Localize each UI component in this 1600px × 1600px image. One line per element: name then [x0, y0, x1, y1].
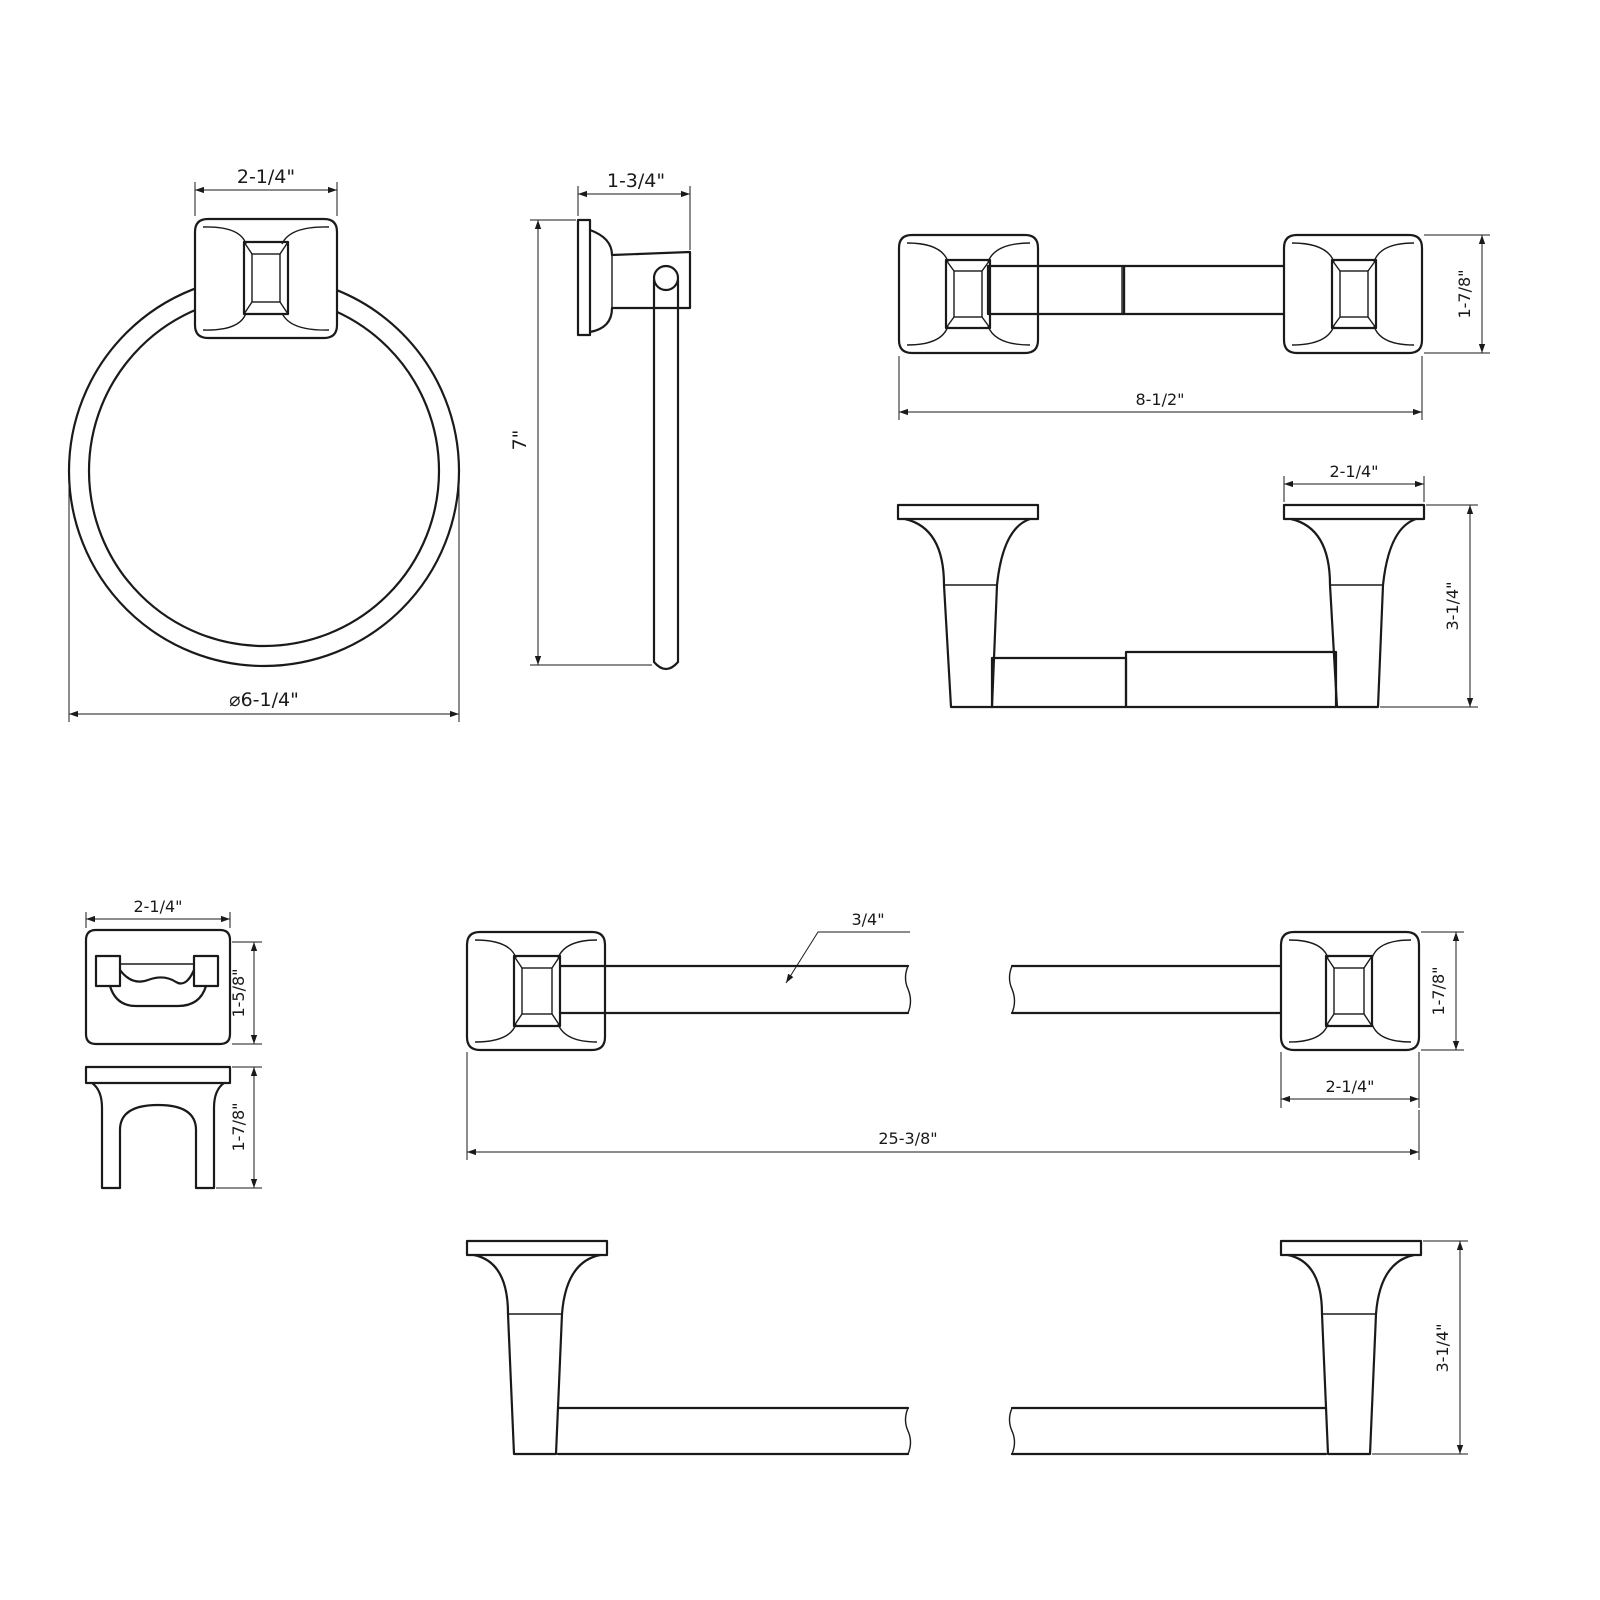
- paper-holder-roller-left: [990, 656, 1128, 709]
- ring-escutcheon-bevel: [202, 226, 330, 331]
- dim-towel-bar-projection: 3-1/4": [1433, 1323, 1452, 1372]
- ring-inner-edge: [87, 294, 441, 648]
- robe-hook-front-view: 2-1/4" 1-5/8": [84, 897, 262, 1046]
- towel-ring-side-view: 1-3/4" 7": [509, 170, 692, 671]
- towel-ring-front-view: 2-1/4" ⌀6-1/4": [67, 166, 461, 722]
- towel-bar-top-bar-left: [556, 1406, 910, 1456]
- paper-holder-post-right: [1330, 258, 1378, 330]
- towel-bar-top-plate-right: [1279, 1239, 1423, 1257]
- paper-holder-post-left: [944, 258, 992, 330]
- robe-hook-side-view: 1-7/8": [84, 1065, 262, 1190]
- paper-holder-bar-left: [986, 264, 1126, 316]
- towel-bar-escutcheon-right: [1279, 930, 1421, 1052]
- dim-ring-mount-width: 2-1/4": [237, 166, 295, 188]
- ring-side-arm: [588, 228, 692, 334]
- paper-holder-top-post-left: [903, 517, 1032, 709]
- dim-towel-bar-diameter: 3/4": [851, 910, 884, 929]
- towel-bar-top-plate-left: [465, 1239, 609, 1257]
- towel-bar-top-bar-right: [1010, 1406, 1328, 1456]
- robe-hook-wave: [118, 968, 196, 985]
- paper-holder-escutcheon-left-bevel: [906, 242, 1031, 346]
- towel-bar-front-view: 3/4" 1-7/8" 2-1/4" 25-3/8": [465, 910, 1464, 1160]
- robe-hook-lug-right: [192, 954, 220, 988]
- robe-hook-body-base: [108, 984, 208, 1008]
- dim-towel-bar-post-width: 2-1/4": [1325, 1077, 1374, 1096]
- paper-holder-escutcheon-left: [897, 233, 1040, 355]
- towel-bar-post-left: [512, 954, 562, 1028]
- ring-side-plate: [576, 218, 592, 337]
- towel-bar-top-post-left: [472, 1253, 602, 1456]
- towel-bar-post-right: [1324, 954, 1374, 1028]
- robe-hook-lug-left: [94, 954, 122, 988]
- dim-ring-height: 7": [509, 430, 531, 451]
- towel-bar-top-post-right: [1286, 1253, 1416, 1456]
- paper-holder-top-plate-left: [896, 503, 1040, 521]
- ring-post: [242, 240, 290, 316]
- dim-paper-holder-length: 8-1/2": [1135, 390, 1184, 409]
- towel-bar-bar-left: [558, 964, 910, 1015]
- dim-robe-hook-width: 2-1/4": [133, 897, 182, 916]
- robe-hook-side-body: [90, 1081, 226, 1190]
- dim-towel-bar-length: 25-3/8": [878, 1129, 937, 1148]
- paper-holder-top-view: 2-1/4" 3-1/4": [896, 462, 1478, 709]
- robe-hook-plate: [84, 928, 232, 1046]
- dim-robe-hook-height: 1-5/8": [229, 968, 248, 1017]
- paper-holder-top-post-right: [1289, 517, 1418, 709]
- dim-paper-holder-post-width: 2-1/4": [1329, 462, 1378, 481]
- dim-paper-holder-height: 1-7/8": [1455, 269, 1474, 318]
- paper-holder-escutcheon-right: [1282, 233, 1424, 355]
- ring-post-inner: [251, 253, 281, 303]
- paper-holder-escutcheon-right-bevel: [1291, 242, 1415, 346]
- ring-escutcheon: [193, 217, 339, 340]
- dim-towel-bar-post-height: 1-7/8": [1429, 966, 1448, 1015]
- ring-side-loop: [652, 278, 680, 671]
- paper-holder-front-view: 1-7/8" 8-1/2": [897, 233, 1490, 420]
- dim-ring-diameter: ⌀6-1/4": [229, 689, 299, 711]
- robe-hook-side-plate: [84, 1065, 232, 1085]
- towel-bar-top-view: 3-1/4": [465, 1239, 1468, 1456]
- ring-side-pivot: [652, 264, 680, 292]
- dim-ring-projection: 1-3/4": [607, 170, 665, 192]
- towel-bar-escutcheon-left: [465, 930, 607, 1052]
- towel-bar-bar-right: [1010, 964, 1330, 1015]
- paper-holder-roller-right: [1124, 650, 1338, 709]
- dim-robe-hook-depth: 1-7/8": [229, 1102, 248, 1151]
- paper-holder-top-plate-right: [1282, 503, 1426, 521]
- dim-paper-holder-projection: 3-1/4": [1443, 581, 1462, 630]
